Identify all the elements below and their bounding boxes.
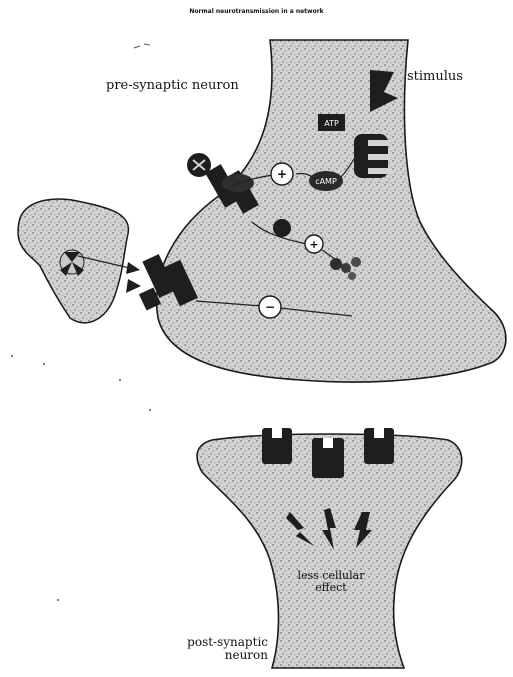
post-synaptic-label: post-synaptic neuron xyxy=(150,636,268,662)
adenylyl-cyclase-icon xyxy=(354,134,390,178)
less-effect-label: less cellular effect xyxy=(296,570,366,594)
figure-title: Normal neurotransmission in a network xyxy=(0,8,513,15)
plus-badge-1: + xyxy=(271,163,293,185)
post-receptor-icon-1 xyxy=(262,428,292,464)
post-receptor-icon-2 xyxy=(312,438,344,478)
messenger-dot-icon xyxy=(273,219,291,237)
stray-dot-5 xyxy=(57,599,59,601)
svg-text:+: + xyxy=(277,167,287,181)
stray-mark xyxy=(134,44,150,48)
release-arrowhead-icon xyxy=(126,262,140,274)
stimulus-label: stimulus xyxy=(407,69,463,84)
pre-synaptic-label: pre-synaptic neuron xyxy=(106,78,239,93)
svg-text:+: + xyxy=(309,238,318,251)
messenger-dot-icon-2 xyxy=(330,258,342,270)
stray-dot-3 xyxy=(119,379,121,381)
minus-badge: − xyxy=(259,296,281,318)
release-arrowhead-icon-2 xyxy=(126,279,141,293)
svg-text:−: − xyxy=(265,300,275,314)
stray-dot-4 xyxy=(149,409,151,411)
camp-label: cAMP xyxy=(315,177,337,186)
stray-dot-1 xyxy=(11,355,13,357)
atp-label: ATP xyxy=(324,119,339,128)
post-receptor-icon-3 xyxy=(364,428,394,464)
interneuron-receptor-icon xyxy=(60,250,84,276)
ligand-icon xyxy=(187,153,211,177)
stray-dot-2 xyxy=(43,363,45,365)
plus-badge-2: + xyxy=(305,235,323,253)
